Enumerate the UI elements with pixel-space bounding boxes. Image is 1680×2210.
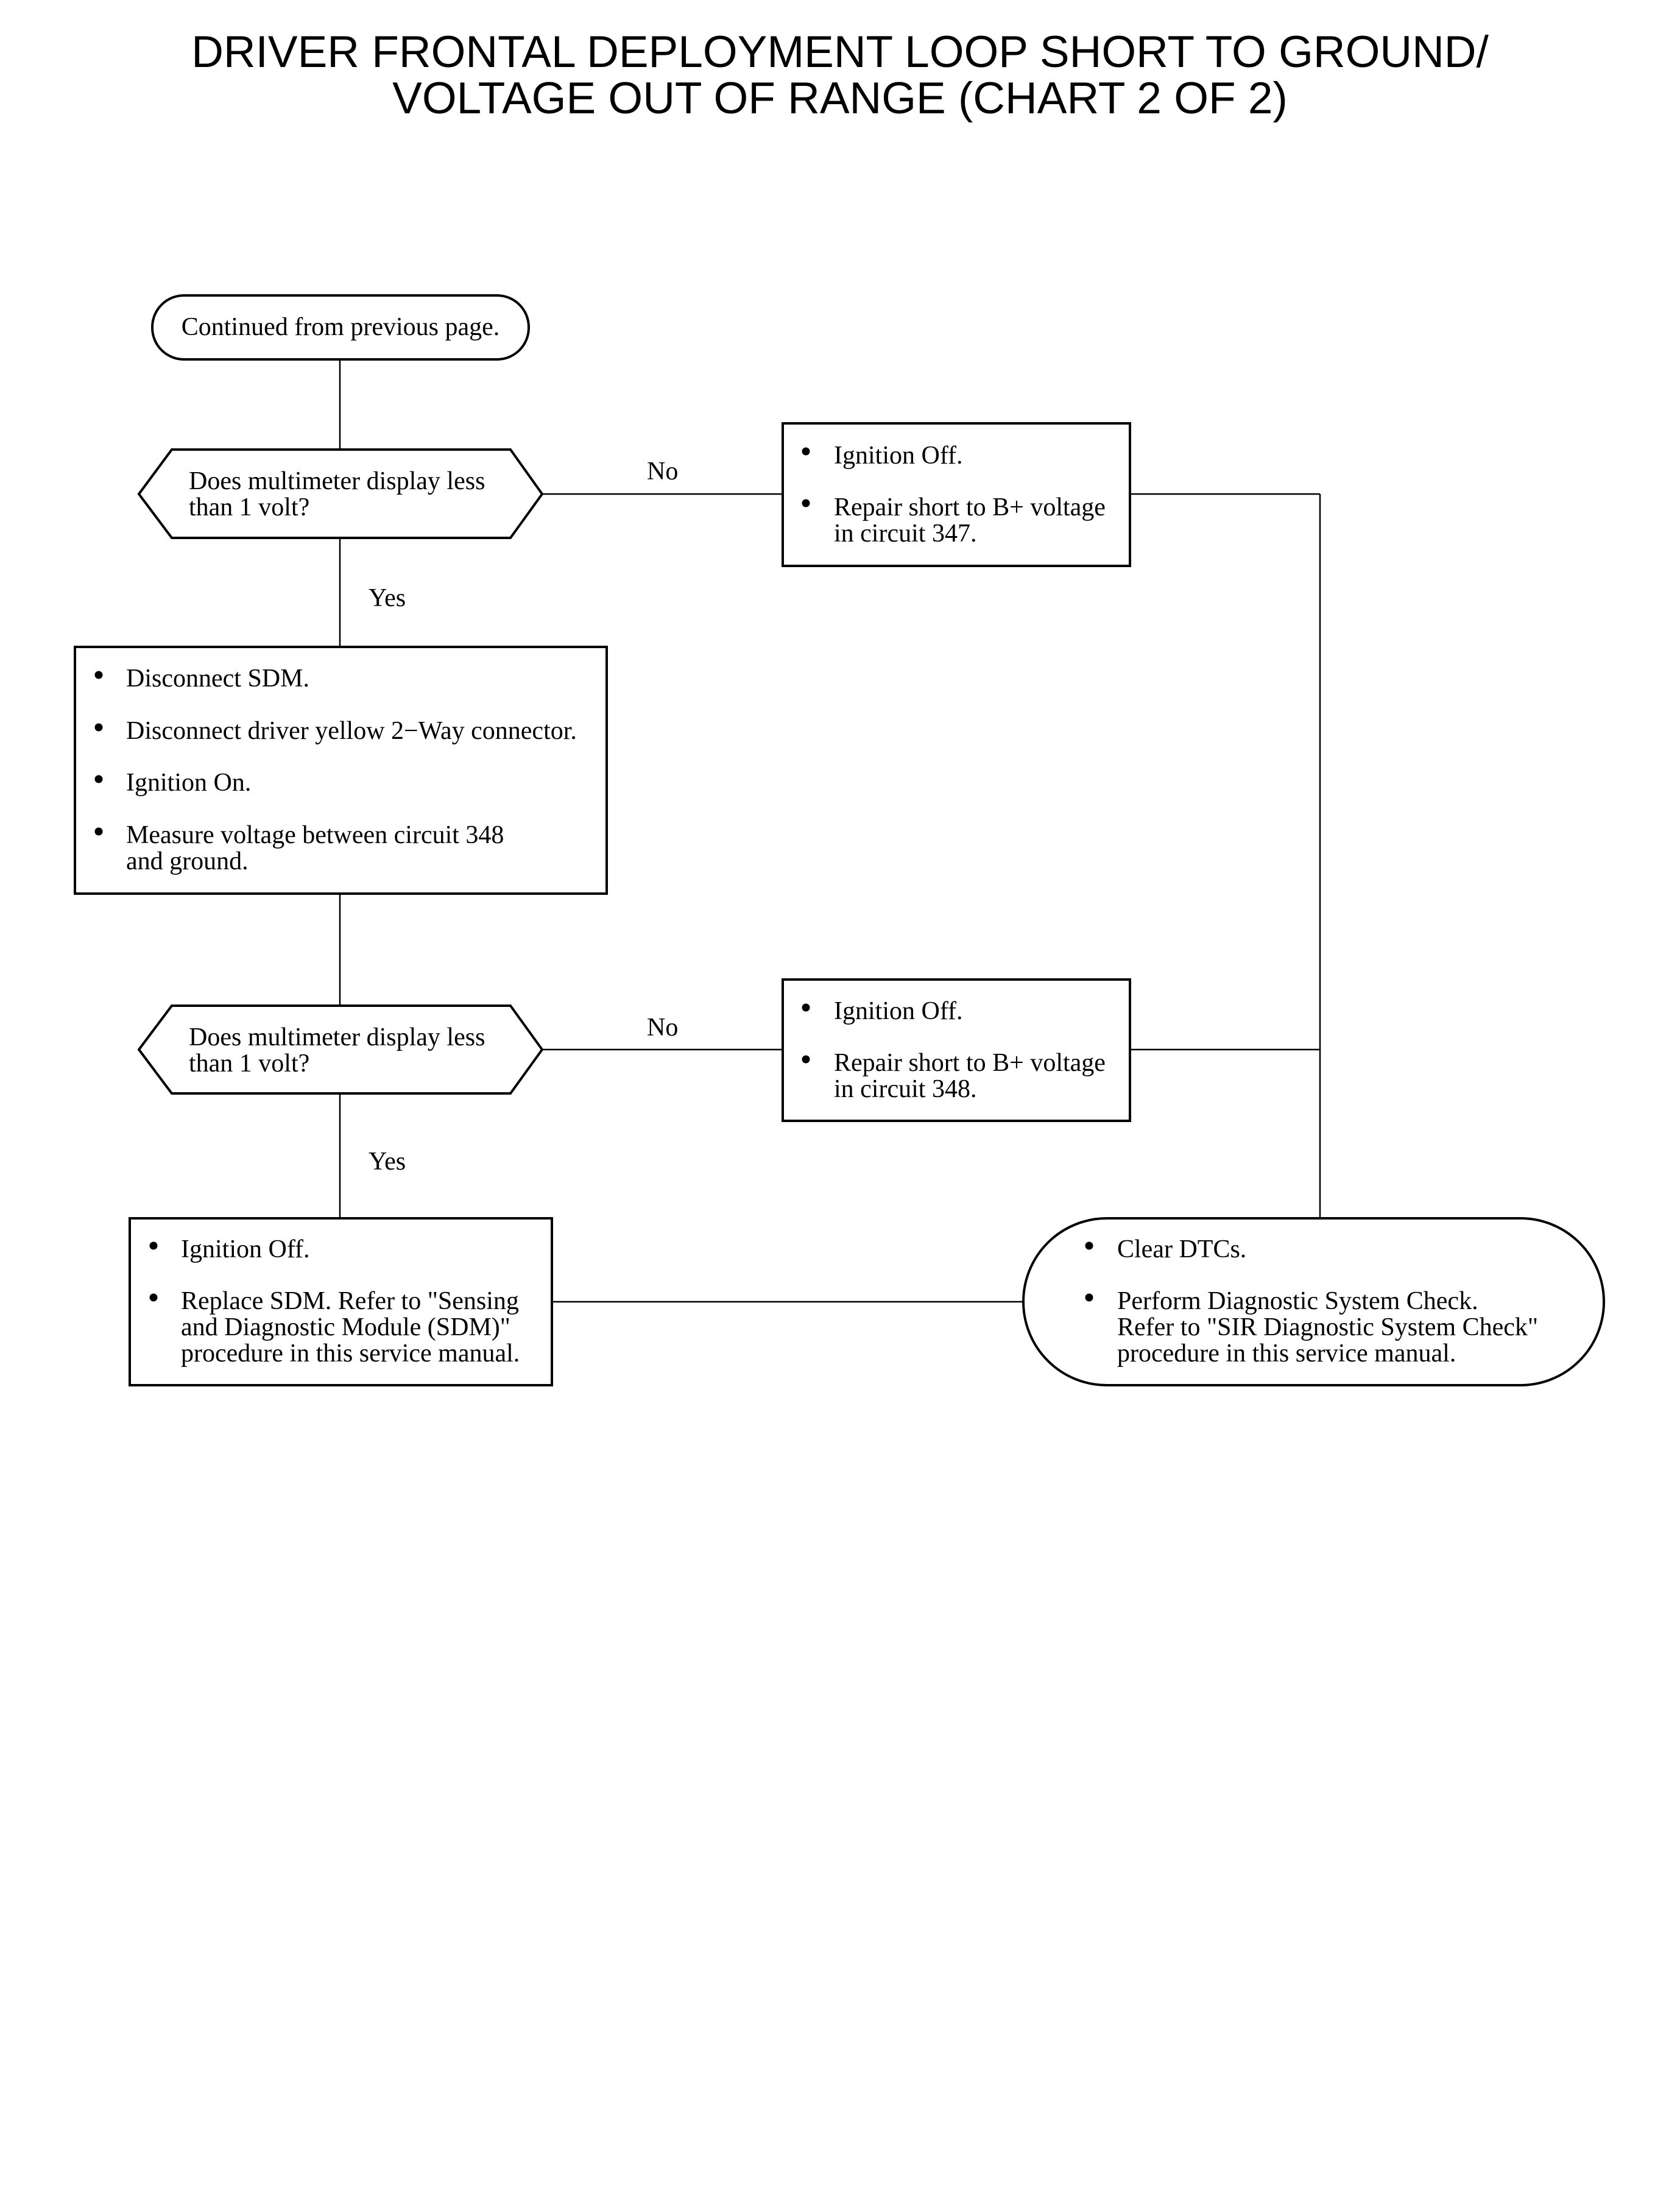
action-no-1-step-1: Ignition Off. [834, 442, 963, 470]
action-no-1-step-2-line-1: Repair short to B+ voltage [834, 493, 1106, 521]
decision-2-text-line-1: Does multimeter display less [189, 1023, 485, 1051]
action-yes-1-step-4-line-2: and ground. [126, 847, 249, 875]
start-terminator: Continued from previous page. [151, 294, 530, 361]
decision-1-text-line-2: than 1 volt? [189, 493, 309, 521]
action-no-1-step-2-line-2: in circuit 347. [834, 520, 976, 548]
yes-label-2: Yes [369, 1148, 406, 1176]
bullet [802, 1055, 810, 1064]
decision-1-text-line-1: Does multimeter display less [189, 467, 485, 495]
action-no-2-step-2-line-1: Repair short to B+ voltage [834, 1049, 1106, 1077]
action-no-2-step-2-line-2: in circuit 348. [834, 1075, 976, 1103]
chart-title-line-2: VOLTAGE OUT OF RANGE (CHART 2 OF 2) [392, 74, 1288, 123]
end-step-2-line-1: Perform Diagnostic System Check. [1117, 1287, 1478, 1315]
decision-1: Does multimeter display less than 1 volt… [137, 448, 544, 539]
decision-2: Does multimeter display less than 1 volt… [137, 1004, 544, 1095]
end-step-1: Clear DTCs. [1117, 1235, 1246, 1263]
yes-label-1: Yes [369, 584, 406, 612]
action-yes-1-step-3: Ignition On. [126, 769, 251, 797]
no-label-2: No [647, 1014, 678, 1042]
action-no-2: Ignition Off. Repair short to B+ voltage… [782, 978, 1131, 1122]
end-terminator: Clear DTCs. Perform Diagnostic System Ch… [1022, 1217, 1605, 1386]
action-yes-1-step-4-line-1: Measure voltage between circuit 348 [126, 821, 504, 849]
action-no-1: Ignition Off. Repair short to B+ voltage… [782, 422, 1131, 567]
bullet [94, 827, 103, 836]
action-yes-1-step-1: Disconnect SDM. [126, 665, 309, 693]
chart-title-line-1: DRIVER FRONTAL DEPLOYMENT LOOP SHORT TO … [191, 27, 1489, 77]
bullet [1085, 1241, 1093, 1250]
action-yes-2-step-2-line-1: Replace SDM. Refer to "Sensing [181, 1287, 519, 1315]
action-yes-2-step-2-line-3: procedure in this service manual. [181, 1340, 520, 1368]
decision-2-text-line-2: than 1 volt? [189, 1050, 309, 1078]
bullet [94, 671, 103, 679]
action-no-2-step-1: Ignition Off. [834, 997, 963, 1025]
no-label-1: No [647, 457, 678, 485]
bullet [802, 1003, 810, 1012]
bullet [94, 775, 103, 783]
action-yes-1-step-2: Disconnect driver yellow 2−Way connector… [126, 717, 577, 745]
start-text: Continued from previous page. [182, 313, 500, 341]
action-yes-2: Ignition Off. Replace SDM. Refer to "Sen… [129, 1217, 553, 1386]
end-step-2-line-2: Refer to "SIR Diagnostic System Check" [1117, 1313, 1538, 1341]
action-yes-2-step-1: Ignition Off. [181, 1235, 310, 1263]
bullet [149, 1293, 158, 1302]
bullet [94, 723, 103, 732]
end-step-2-line-3: procedure in this service manual. [1117, 1340, 1456, 1368]
connector-lines [339, 359, 1321, 1303]
bullet [1085, 1293, 1093, 1302]
bullet [149, 1241, 158, 1250]
bullet [802, 499, 810, 507]
action-yes-2-step-2-line-2: and Diagnostic Module (SDM)" [181, 1313, 510, 1341]
action-yes-1: Disconnect SDM. Disconnect driver yellow… [74, 646, 608, 895]
bullet [802, 447, 810, 456]
